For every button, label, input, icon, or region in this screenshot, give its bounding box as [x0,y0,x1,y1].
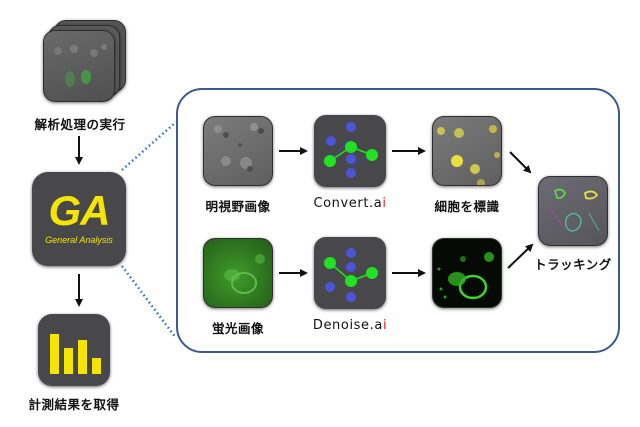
fluorescence-image [203,238,273,308]
convert-ai-label-base: Convert.a [313,196,383,211]
neural-network-icon [324,248,378,302]
label-cells-label: 細胞を標識 [434,199,500,214]
denoised-fluorescence-image [432,238,502,308]
ga-subtitle: General Analysis [45,235,113,245]
denoise-ai-label: Denoise.ai [300,318,400,333]
dotted-connector-bottom [121,265,177,339]
convert-ai-label: Convert.ai [300,196,400,211]
arrow-diag-up [507,243,534,269]
fluorescence-label: 蛍光画像 [211,321,264,336]
get-results-label: 計測結果を取得 [28,397,120,412]
ga-title: GA [48,187,111,234]
arrow-diag-down [509,151,532,174]
denoise-ai-label-accent: i [382,318,388,333]
bar-chart-icon[interactable] [38,314,110,386]
denoise-ai-icon[interactable] [314,237,386,309]
convert-ai-icon[interactable] [314,115,386,187]
brightfield-label: 明視野画像 [205,199,271,214]
dotted-connector-top [121,121,177,171]
bar-chart-glyph [50,334,101,374]
image-stack-icon [40,20,130,105]
neural-network-icon [324,122,378,178]
brightfield-image [203,116,273,186]
general-analysis-app-icon[interactable]: GA General Analysis [32,172,126,266]
execute-analysis-label: 解析処理の実行 [34,117,126,132]
labeled-cells-image [432,116,502,186]
tracking-label: トラッキング [534,257,612,272]
tracking-image [538,176,608,246]
denoise-ai-label-base: Denoise.a [312,318,383,333]
convert-ai-label-accent: i [382,196,387,211]
